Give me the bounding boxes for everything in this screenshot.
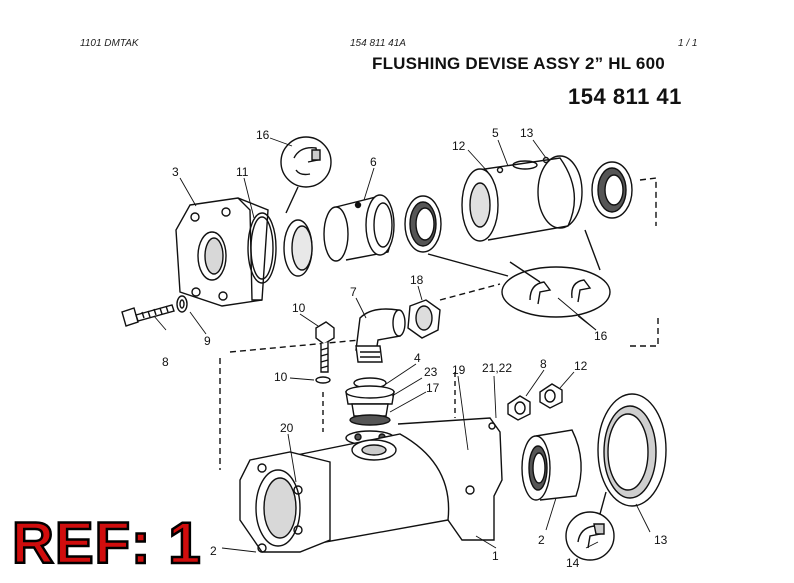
callout-11: 10 [292, 301, 306, 315]
detail-circle-15 [565, 511, 615, 561]
callout-13-left: 11 [236, 165, 249, 179]
flange-part-3 [175, 197, 269, 307]
document-code: 1101 DMTAK [80, 38, 139, 49]
gland-part-2 [521, 429, 582, 501]
detail-oval-16-right [501, 266, 611, 318]
packing-ring [404, 195, 442, 253]
callout-9: 8 [162, 355, 169, 369]
callout-20: 20 [280, 421, 294, 435]
callout-2-left: 2 [210, 544, 217, 558]
bolt-part-9 [121, 304, 175, 327]
housing-part-5 [461, 155, 583, 242]
sleeve-part-6 [323, 194, 395, 262]
seal-part-14 [597, 393, 667, 507]
callout-13-mid: 12 [452, 139, 466, 153]
nut-part-18 [407, 299, 441, 339]
callout-7: 7 [350, 285, 357, 299]
elbow-fitting-part-7 [355, 308, 406, 363]
callout-4: 4 [414, 351, 421, 365]
callout-21-22: 21,22 [482, 361, 512, 375]
bolt-part-11 [315, 321, 335, 373]
callout-12b: 12 [574, 359, 588, 373]
fitting-part-12 [539, 383, 563, 409]
callout-18: 18 [410, 273, 424, 287]
callout-3: 3 [172, 165, 179, 179]
callout-5: 5 [492, 126, 499, 140]
washer-part-10b [315, 376, 331, 384]
o-ring-part-13 [247, 212, 277, 284]
callout-16-top: 16 [256, 128, 270, 142]
fitting-part-8 [507, 395, 531, 421]
seal-ring [283, 219, 313, 277]
valve-cartridge-part-4 [345, 377, 395, 446]
callout-1: 1 [492, 549, 499, 563]
callout-15: 14 [566, 556, 580, 570]
page-title: FLUSHING DEVISE ASSY 2” HL 600 [372, 54, 665, 73]
packing-ring-right [591, 161, 633, 219]
callout-23: 23 [424, 365, 438, 379]
document-code-revision: 154 811 41A [350, 38, 406, 49]
reference-label: REF: 1 [11, 510, 202, 577]
callout-16-right: 16 [594, 329, 608, 343]
callout-10-left: 9 [204, 334, 211, 348]
callout-8b: 8 [540, 357, 547, 371]
part-number: 154 811 41 [568, 84, 682, 109]
page-number: 1 / 1 [678, 38, 698, 49]
callout-13-right: 13 [520, 126, 534, 140]
callout-10-mid: 10 [274, 370, 288, 384]
detail-circle-16-top [280, 136, 332, 188]
callout-17: 17 [426, 381, 440, 395]
callout-14: 13 [654, 533, 668, 547]
washer-part-10 [176, 295, 188, 313]
callout-2: 2 [538, 533, 545, 547]
callout-6: 6 [370, 155, 377, 169]
callout-19: 19 [452, 363, 466, 377]
valve-body-part-1 [239, 417, 503, 553]
